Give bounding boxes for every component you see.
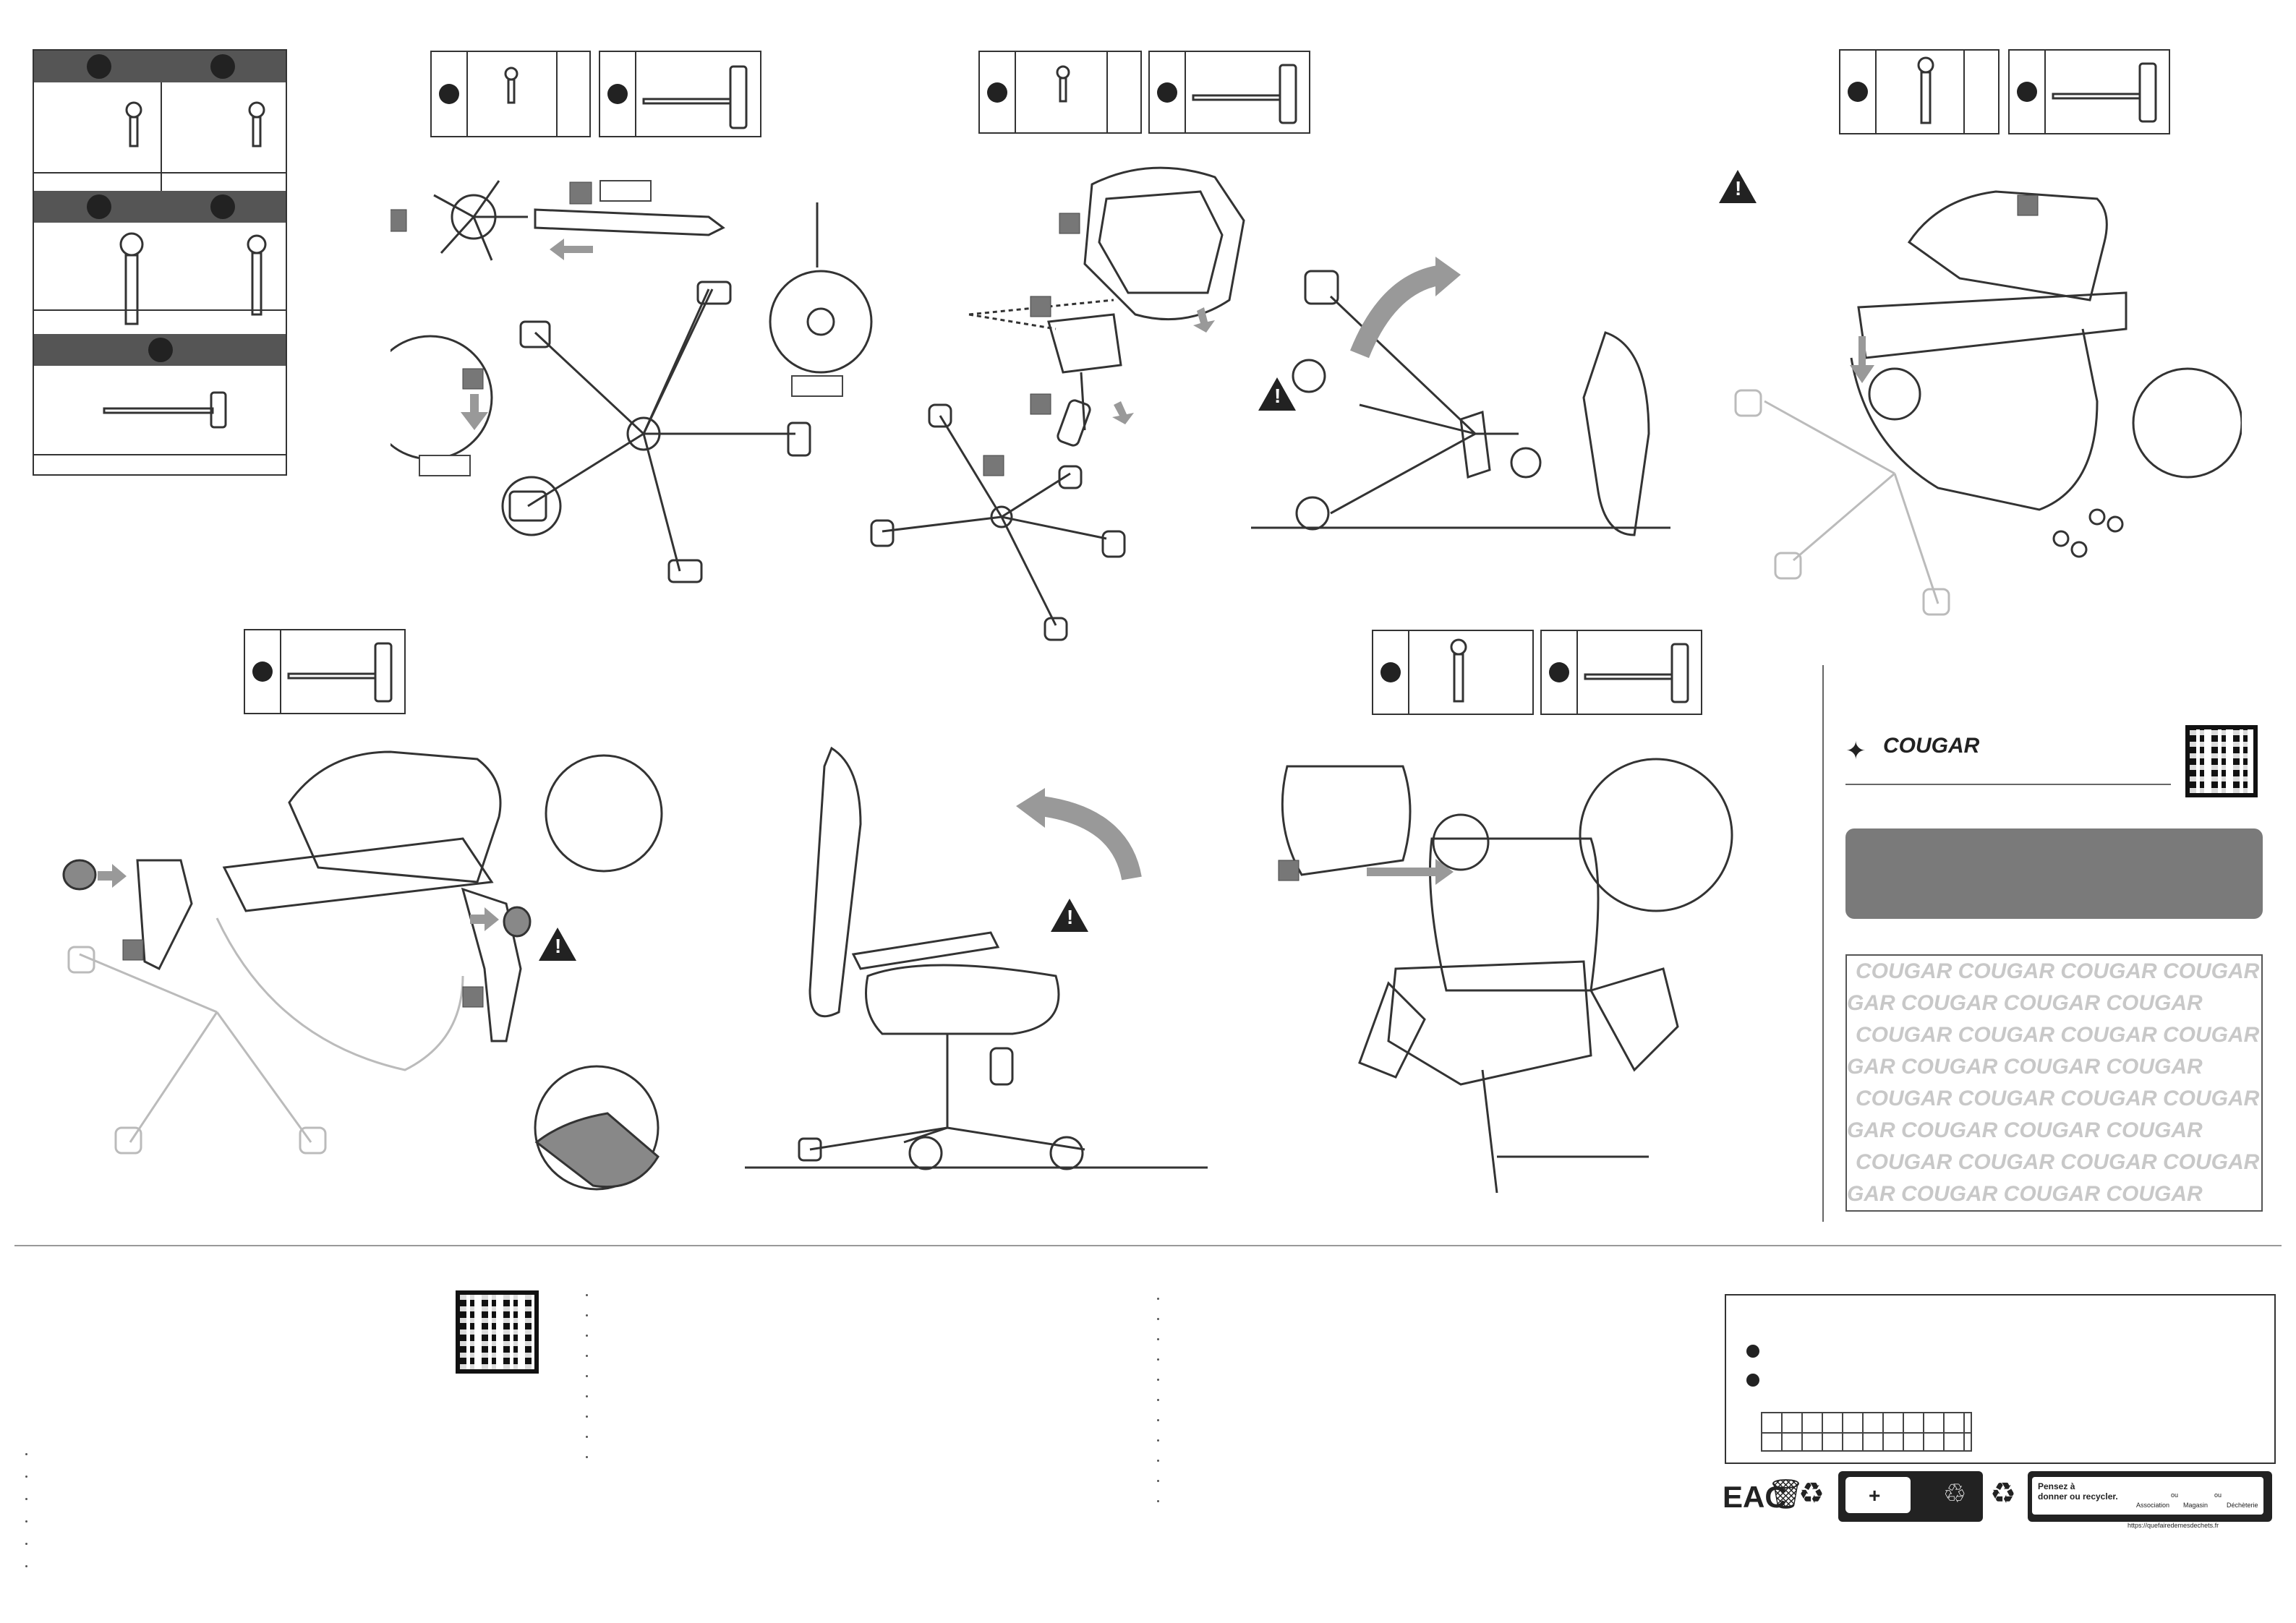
step6-upright-chair-illustration	[745, 746, 1208, 1170]
recycle-bin-icon: ♲	[1943, 1478, 1967, 1508]
step1-screw-box	[430, 51, 591, 137]
bullet-column	[25, 1453, 27, 1567]
part-marker	[439, 84, 459, 104]
step3-tip-chair-illustration	[1251, 257, 1670, 536]
hex-key-icon	[103, 391, 227, 429]
option-association: Association	[2136, 1502, 2170, 1509]
part-marker	[252, 661, 273, 682]
step7-screw-box	[1372, 630, 1534, 715]
pattern-row: COUGAR COUGAR COUGAR COUGAR	[1856, 1023, 2260, 1047]
recycling-url: https://quefairedemesdechets.fr	[2128, 1522, 2219, 1529]
step-badge	[569, 181, 592, 205]
step2-hexkey-box	[1148, 51, 1310, 134]
bullet-column	[586, 1294, 588, 1458]
or-text: ou	[2171, 1491, 2179, 1499]
recycling-logos: EAC 🗑 ♻ + ♲ ♻ Pensez à donner ou recycle…	[1723, 1471, 2272, 1529]
screw-icon	[248, 101, 265, 147]
hex-key-icon	[287, 642, 393, 703]
brand-pattern-box: COUGAR COUGAR COUGAR COUGAR GAR COUGAR C…	[1845, 954, 2263, 1212]
weee-bin-icon: 🗑	[1767, 1478, 1804, 1510]
parts-header-row-1	[34, 51, 286, 82]
bullet	[1746, 1374, 1759, 1387]
pattern-row: GAR COUGAR COUGAR COUGAR	[1847, 991, 2203, 1015]
step4-screw-box	[1839, 49, 2000, 134]
donate-recycle-panel: Pensez à donner ou recycler. Association…	[2028, 1471, 2272, 1522]
part-marker-d	[210, 194, 235, 219]
screw-icon	[1056, 65, 1070, 103]
part-marker	[2017, 82, 2037, 102]
step2-seat-mechanism-illustration	[870, 166, 1245, 641]
hex-key-icon	[2052, 62, 2157, 123]
part-marker	[607, 84, 628, 104]
triman-icon: ♻	[1798, 1478, 1825, 1509]
donate-text-2: donner ou recycler.	[2038, 1491, 2118, 1502]
hex-key-icon	[1192, 64, 1297, 124]
step1-base-illustration	[391, 180, 873, 583]
part-marker-a	[87, 54, 111, 79]
part-marker-b	[210, 54, 235, 79]
bullet-column	[1157, 1298, 1159, 1502]
brand-logo-text: COUGAR	[1883, 734, 1980, 758]
part-marker-e	[148, 338, 173, 362]
serial-grid	[1761, 1412, 1972, 1452]
step1-hexkey-box	[599, 51, 761, 137]
battery-recycle-panel: + ♲	[1838, 1471, 1983, 1522]
screw-icon	[119, 232, 144, 325]
step4-backrest-illustration	[1734, 190, 2242, 616]
step5-armrest-illustration	[62, 750, 663, 1191]
step7-headrest-illustration	[1278, 758, 1733, 1194]
or-text: ou	[2214, 1491, 2222, 1499]
donate-text-1: Pensez à	[2038, 1481, 2075, 1491]
pattern-row: GAR COUGAR COUGAR COUGAR	[1847, 1055, 2203, 1079]
option-decheterie: Déchèterie	[2227, 1502, 2258, 1509]
part-marker	[1157, 82, 1177, 103]
step7-hexkey-box	[1540, 630, 1702, 715]
screw-icon	[1917, 56, 1934, 124]
part-marker	[1848, 82, 1868, 102]
part-marker-c	[87, 194, 111, 219]
parts-header-row-2	[34, 191, 286, 223]
step5-hexkey-box	[244, 629, 406, 714]
parts-list-table	[33, 49, 287, 476]
hex-key-icon	[642, 65, 748, 129]
part-marker	[987, 82, 1007, 103]
pattern-row: GAR COUGAR COUGAR COUGAR	[1847, 1182, 2203, 1206]
eac-mark: EAC	[1723, 1480, 1787, 1514]
pattern-row: GAR COUGAR COUGAR COUGAR	[1847, 1118, 2203, 1142]
hex-key-icon	[1584, 643, 1689, 703]
step4-hexkey-box	[2008, 49, 2170, 134]
pattern-row: COUGAR COUGAR COUGAR COUGAR	[1856, 1150, 2260, 1174]
warranty-box	[1725, 1294, 2276, 1464]
triman-icon: ♻	[1990, 1478, 2016, 1509]
qr-code-icon	[456, 1290, 539, 1374]
screw-icon	[247, 234, 267, 316]
pattern-row: COUGAR COUGAR COUGAR COUGAR	[1856, 1087, 2260, 1110]
part-marker	[1549, 662, 1569, 682]
bullet	[1746, 1345, 1759, 1358]
warning-icon: !	[1051, 899, 1088, 932]
info-grey-panel	[1845, 828, 2263, 919]
step2-screw-box	[978, 51, 1142, 134]
screw-icon	[125, 101, 142, 147]
pattern-row: COUGAR COUGAR COUGAR COUGAR	[1856, 959, 2260, 983]
screw-icon	[1450, 638, 1467, 703]
qr-code-icon	[2185, 725, 2258, 797]
screw-icon	[504, 67, 518, 104]
warning-icon: !	[1258, 377, 1296, 411]
warning-icon: !	[1719, 170, 1757, 203]
option-magasin: Magasin	[2183, 1502, 2208, 1509]
part-marker	[1380, 662, 1401, 682]
warning-icon: !	[539, 928, 576, 961]
step-badge	[391, 209, 407, 232]
